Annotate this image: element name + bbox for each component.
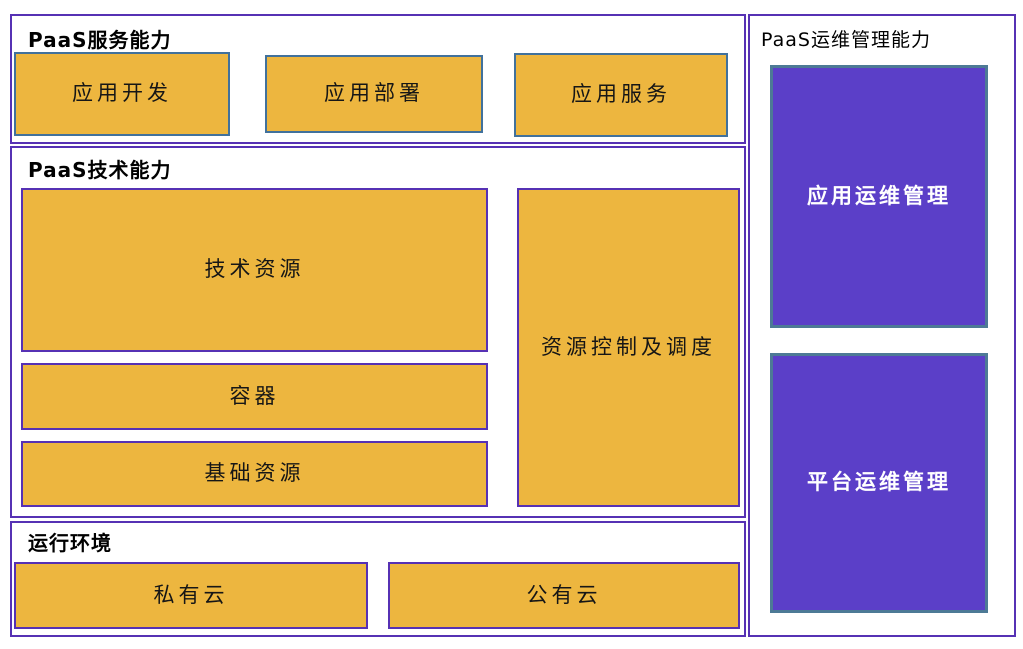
block-tech-resources: 技术资源 (21, 188, 488, 352)
block-app-ops-management: 应用运维管理 (770, 65, 988, 328)
block-app-deployment-label: 应用部署 (324, 81, 424, 106)
block-app-development-label: 应用开发 (72, 81, 172, 106)
block-public-cloud-label: 公有云 (526, 582, 602, 607)
section-paas-tech-capability: PaaS技术能力 技术资源 容器 基础资源 资源控制及调度 (10, 146, 746, 518)
block-resource-control-scheduling-label: 资源控制及调度 (541, 334, 716, 359)
block-public-cloud: 公有云 (388, 562, 740, 629)
block-app-deployment: 应用部署 (265, 55, 483, 133)
section-title-paas-tech: PaaS技术能力 (28, 158, 172, 182)
block-private-cloud: 私有云 (14, 562, 368, 629)
block-resource-control-scheduling: 资源控制及调度 (517, 188, 740, 507)
block-basic-resources-label: 基础资源 (204, 461, 305, 486)
block-platform-ops-management-label: 平台运维管理 (807, 470, 951, 495)
block-app-service-label: 应用服务 (571, 82, 671, 107)
block-private-cloud-label: 私有云 (153, 582, 229, 607)
section-title-paas-service: PaaS服务能力 (28, 28, 172, 52)
section-paas-service-capability: PaaS服务能力 应用开发 应用部署 应用服务 (10, 14, 746, 144)
block-app-service: 应用服务 (514, 53, 728, 137)
block-app-ops-management-label: 应用运维管理 (807, 183, 951, 208)
block-app-development: 应用开发 (14, 52, 230, 136)
block-tech-resources-label: 技术资源 (204, 257, 305, 282)
section-runtime-environment: 运行环境 私有云 公有云 (10, 521, 746, 637)
section-title-paas-ops: PaaS运维管理能力 (761, 29, 931, 51)
block-basic-resources: 基础资源 (21, 441, 488, 507)
block-container: 容器 (21, 363, 488, 430)
section-title-runtime: 运行环境 (28, 531, 112, 555)
section-paas-ops-management: PaaS运维管理能力 应用运维管理 平台运维管理 (748, 14, 1016, 637)
block-platform-ops-management: 平台运维管理 (770, 353, 988, 613)
block-container-label: 容器 (229, 383, 280, 408)
